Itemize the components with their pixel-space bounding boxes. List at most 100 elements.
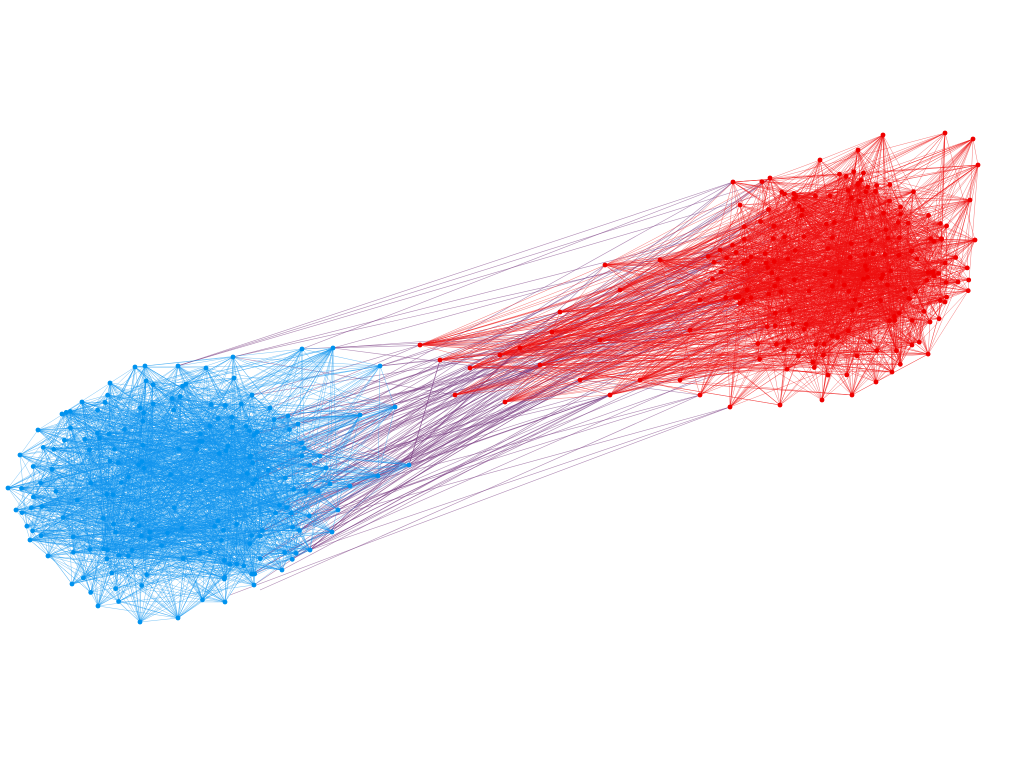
blue-node	[208, 402, 214, 407]
blue-node	[260, 528, 265, 533]
red-edge	[851, 229, 886, 244]
blue-edge	[141, 429, 290, 537]
blue-edge	[141, 585, 226, 603]
red-edge	[619, 261, 714, 291]
blue-edge	[97, 432, 108, 550]
blue-node	[357, 412, 363, 418]
red-edge	[845, 132, 946, 177]
blue-edge	[97, 584, 255, 607]
red-node	[717, 247, 723, 253]
blue-edge	[182, 406, 396, 559]
blue-node	[247, 541, 253, 547]
blue-edge	[292, 464, 410, 528]
blue-edge	[108, 382, 111, 435]
blue-edge	[83, 572, 112, 579]
red-edge	[579, 289, 621, 381]
red-node	[677, 377, 683, 383]
cross-cluster-edge	[274, 331, 553, 420]
blue-node	[60, 515, 66, 520]
blue-edge	[139, 564, 230, 623]
blue-node	[111, 521, 116, 527]
blue-edge	[286, 489, 295, 508]
blue-edge	[251, 406, 396, 575]
red-edge	[858, 183, 942, 240]
blue-node	[80, 575, 86, 581]
blue-node	[251, 432, 257, 438]
blue-edge	[70, 348, 303, 412]
red-edge	[679, 344, 777, 381]
blue-edge	[70, 427, 125, 430]
red-node	[819, 397, 825, 403]
blue-node	[17, 452, 23, 458]
blue-edge	[26, 518, 104, 527]
blue-edge	[269, 407, 410, 466]
red-edge	[743, 226, 748, 261]
blue-edge	[196, 449, 286, 479]
blue-node	[102, 400, 108, 405]
blue-node	[95, 407, 100, 413]
blue-node	[179, 525, 185, 531]
cross-cluster-edge	[309, 394, 611, 551]
blue-node	[100, 515, 106, 521]
red-edge	[774, 218, 857, 262]
blue-edge	[47, 535, 261, 557]
red-edge	[739, 204, 748, 291]
blue-edge	[145, 380, 339, 511]
blue-node	[279, 567, 285, 573]
blue-node	[273, 510, 278, 516]
blue-edge	[141, 461, 162, 546]
blue-edge	[377, 406, 396, 477]
blue-node	[113, 529, 118, 535]
blue-edge	[301, 406, 396, 444]
red-edge	[793, 198, 805, 237]
red-node	[909, 342, 915, 348]
blue-node	[289, 556, 295, 562]
blue-edge	[141, 403, 154, 586]
red-edge	[732, 181, 779, 280]
blue-edge	[146, 530, 263, 575]
blue-edge	[200, 406, 396, 435]
blue-node	[244, 471, 250, 476]
red-edge	[504, 324, 807, 403]
red-edge	[787, 258, 853, 396]
blue-edge	[37, 429, 283, 571]
blue-node	[234, 521, 240, 527]
blue-edge	[205, 367, 396, 408]
blue-edge	[61, 413, 321, 457]
blue-node	[30, 528, 35, 534]
red-edge	[896, 282, 947, 351]
blue-node	[327, 481, 333, 487]
blue-edge	[32, 466, 49, 557]
blue-node	[132, 364, 138, 370]
red-edge	[539, 326, 768, 366]
blue-edge	[251, 394, 321, 457]
red-edge	[699, 299, 929, 355]
red-edge	[814, 355, 857, 368]
blue-node	[104, 547, 110, 553]
blue-node	[115, 460, 121, 465]
blue-edge	[26, 434, 254, 527]
red-edge	[419, 344, 611, 396]
blue-node	[168, 472, 174, 477]
blue-edge	[89, 441, 203, 550]
red-edge	[419, 289, 748, 346]
blue-node	[375, 473, 381, 479]
blue-edge	[202, 457, 251, 600]
blue-edge	[65, 412, 112, 574]
blue-edge	[33, 398, 173, 498]
red-edge	[913, 191, 968, 269]
blue-node	[59, 411, 65, 417]
blue-edge	[231, 426, 251, 458]
blue-edge	[177, 356, 234, 367]
red-edge	[726, 190, 849, 258]
blue-edge	[202, 552, 297, 601]
red-edge	[900, 191, 914, 215]
red-edge	[883, 206, 901, 214]
red-edge	[787, 341, 877, 383]
blue-node	[197, 550, 203, 556]
red-edge	[639, 284, 845, 381]
blue-edge	[97, 523, 237, 607]
blue-edge	[224, 578, 255, 586]
blue-edge	[211, 404, 219, 419]
red-edge	[760, 221, 861, 306]
